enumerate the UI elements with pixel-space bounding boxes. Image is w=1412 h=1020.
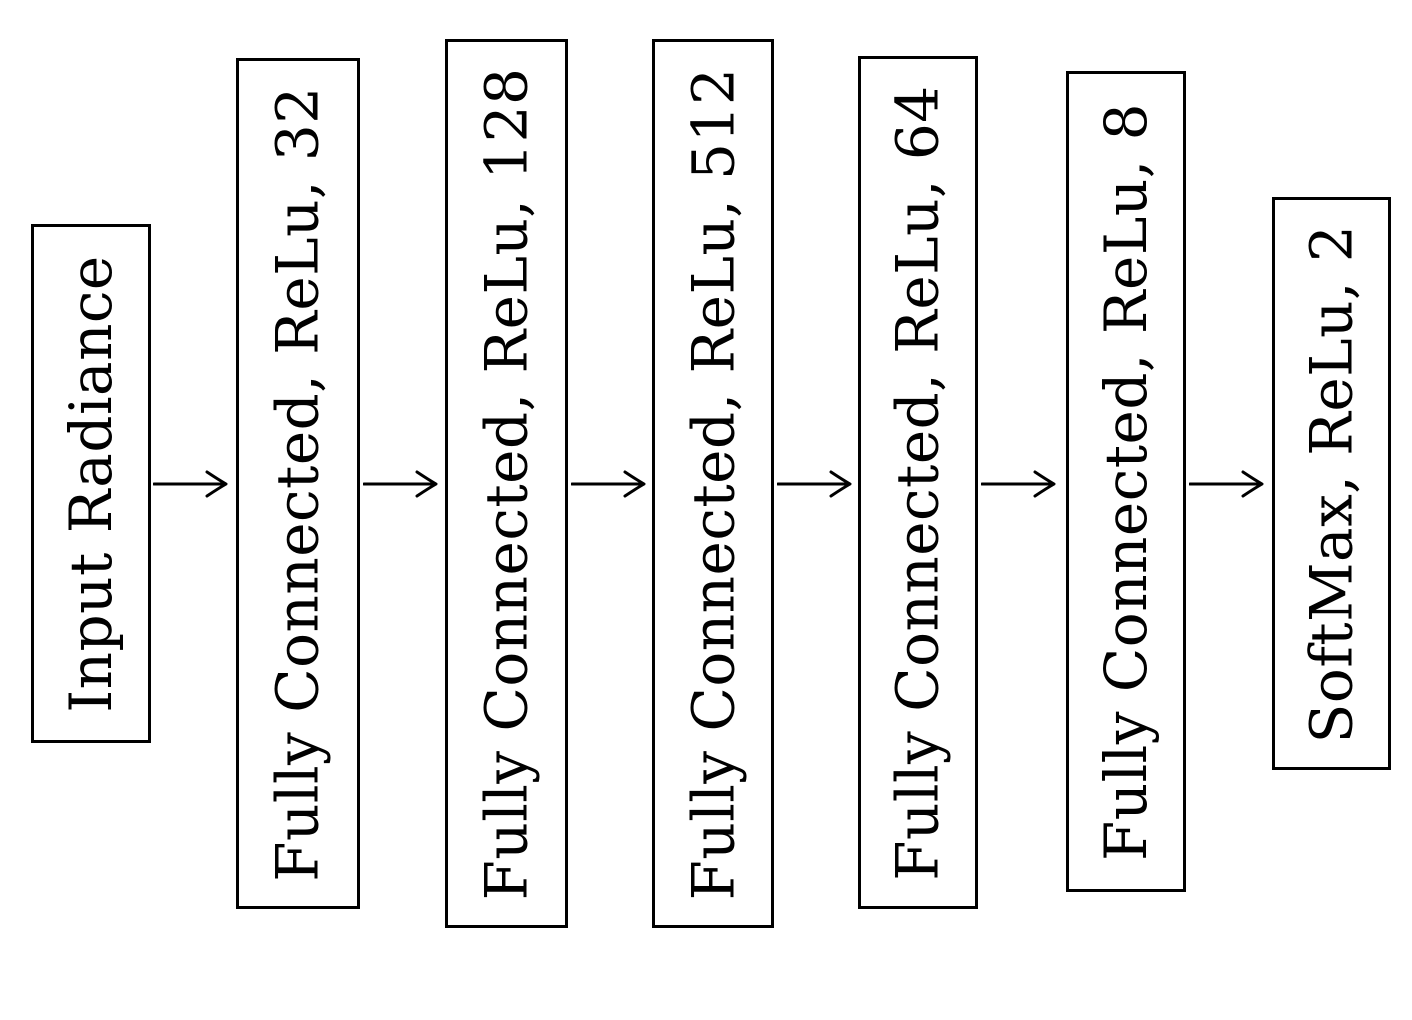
right-arrow-icon [571, 470, 646, 498]
node-input-radiance: Input Radiance [31, 224, 151, 743]
right-arrow-icon [363, 470, 438, 498]
node-label: SoftMax, ReLu, 2 [1297, 224, 1366, 743]
node-fc-relu-512: Fully Connected, ReLu, 512 [652, 39, 774, 928]
flow-arrow [571, 466, 651, 502]
node-label: Fully Connected, ReLu, 8 [1092, 102, 1160, 861]
right-arrow-icon [777, 470, 852, 498]
right-arrow-icon [981, 470, 1056, 498]
node-label: Input Radiance [57, 254, 125, 713]
flow-arrow [981, 466, 1061, 502]
node-fc-relu-8: Fully Connected, ReLu, 8 [1066, 71, 1186, 892]
flow-arrow [777, 466, 857, 502]
node-fc-relu-64: Fully Connected, ReLu, 64 [858, 56, 978, 909]
node-fc-relu-128: Fully Connected, ReLu, 128 [445, 39, 568, 928]
flow-arrow [363, 466, 443, 502]
node-fc-relu-32: Fully Connected, ReLu, 32 [236, 58, 360, 909]
node-label: Fully Connected, ReLu, 128 [472, 67, 541, 900]
node-label: Fully Connected, ReLu, 64 [884, 84, 953, 881]
node-label: Fully Connected, ReLu, 512 [679, 67, 748, 900]
flow-arrow [1189, 466, 1269, 502]
node-softmax-relu-2: SoftMax, ReLu, 2 [1272, 197, 1391, 770]
node-label: Fully Connected, ReLu, 32 [264, 85, 333, 882]
right-arrow-icon [1189, 470, 1264, 498]
right-arrow-icon [153, 470, 228, 498]
flow-arrow [153, 466, 233, 502]
